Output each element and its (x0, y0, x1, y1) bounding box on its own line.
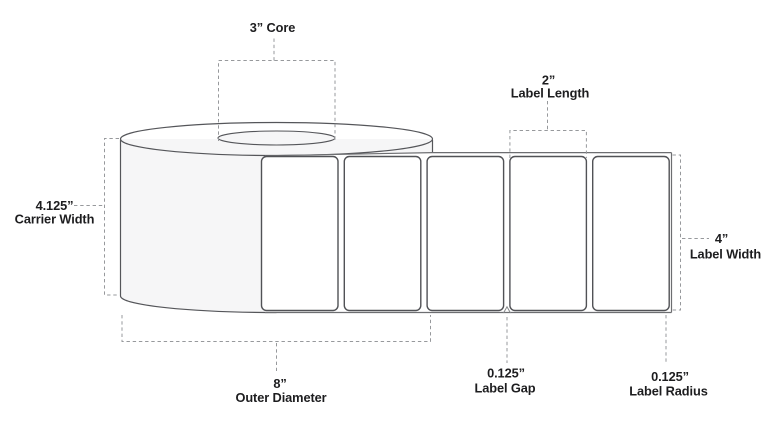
label-sticker (260, 155, 339, 312)
dim-label-radius: 0.125” Label Radius (629, 315, 708, 399)
dim-outer-diameter-name: Outer Diameter (235, 390, 326, 405)
dim-label-width-value: 4” (715, 231, 728, 246)
dim-label-gap-name: Label Gap (475, 381, 536, 396)
roll-outline (119, 140, 277, 314)
liner-top-edge (264, 152, 672, 157)
label-sticker (592, 155, 670, 312)
label-sticker (509, 155, 588, 312)
up-arrow-icon (503, 305, 511, 314)
roll-core-hole (217, 130, 336, 146)
dim-label-gap-value: 0.125” (487, 366, 525, 381)
dim-core: 3” Core (218, 20, 336, 141)
dim-label-radius-name: Label Radius (629, 384, 707, 399)
dim-core-label: 3” Core (250, 20, 296, 35)
dim-label-gap: 0.125” Label Gap (475, 305, 536, 396)
dim-label-length-value: 2” (542, 73, 555, 88)
dim-label-radius-value: 0.125” (651, 369, 689, 384)
label-sticker (426, 155, 505, 312)
dim-label-width: 4” Label Width (672, 154, 762, 311)
dim-label-length: 2” Label Length (509, 73, 590, 158)
dim-carrier-width: 4.125” Carrier Width (15, 138, 119, 296)
label-sticker (343, 155, 422, 312)
dim-carrier-width-name: Carrier Width (15, 212, 95, 227)
dim-outer-diameter-value: 8” (273, 376, 286, 391)
dim-label-width-name: Label Width (690, 247, 762, 262)
dim-label-length-name: Label Length (511, 86, 590, 101)
dim-carrier-width-value: 4.125” (36, 198, 74, 213)
dim-outer-diameter: 8” Outer Diameter (121, 315, 431, 405)
